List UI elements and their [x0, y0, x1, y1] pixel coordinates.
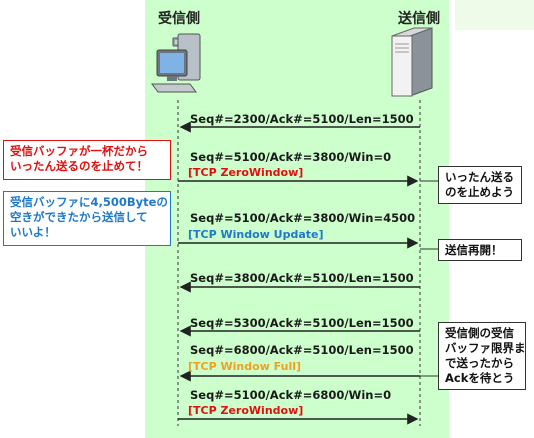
- message-2-flag: [TCP ZeroWindow]: [188, 166, 304, 179]
- message-7-text: Seq#=5100/Ack#=6800/Win=0: [190, 388, 392, 402]
- callout-zero-window-line-2: いったん送るのを止めて！: [10, 159, 148, 173]
- message-3-flag: [TCP Window Update]: [188, 228, 324, 241]
- callout-wait-line-2: バッファ限界ま: [445, 341, 526, 355]
- corner-decoration: [455, 0, 534, 30]
- callout-stop-line-1: いったん送る: [445, 170, 514, 184]
- callout-resume-sending: 送信再開！: [438, 239, 522, 261]
- callout-window-update: 受信バッファに4,500Byteの 空きができたから送信して いいよ！: [3, 191, 171, 246]
- sender-label: 送信側: [398, 11, 440, 27]
- callout-window-update-line-1: 受信バッファに4,500Byteの: [10, 195, 168, 209]
- callout-wait-line-4: Ackを待とう: [445, 371, 515, 385]
- message-3-text: Seq#=5100/Ack#=3800/Win=4500: [190, 211, 416, 225]
- callout-zero-window: 受信バッファが一杯だから いったん送るのを止めて！: [3, 140, 171, 180]
- callout-wait-line-1: 受信側の受信: [445, 326, 514, 340]
- message-4-text: Seq#=3800/Ack#=5100/Len=1500: [190, 271, 414, 285]
- sender-server-icon: [391, 27, 433, 97]
- message-6-flag: [TCP Window Full]: [188, 360, 302, 373]
- receiver-label: 受信側: [158, 11, 200, 27]
- callout-wait-line-3: で送ったから: [445, 356, 514, 370]
- callout-stop-line-2: のを止めよう: [445, 185, 514, 199]
- message-6-text: Seq#=6800/Ack#=5100/Len=1500: [190, 343, 414, 357]
- callout-stop-sending: いったん送る のを止めよう: [438, 166, 522, 204]
- message-1-text: Seq#=2300/Ack#=5100/Len=1500: [190, 112, 414, 126]
- message-5-text: Seq#=5300/Ack#=5100/Len=1500: [190, 316, 414, 330]
- message-2-text: Seq#=5100/Ack#=3800/Win=0: [190, 150, 392, 164]
- callout-resume-line-1: 送信再開！: [445, 243, 503, 257]
- callout-zero-window-line-1: 受信バッファが一杯だから: [10, 144, 148, 158]
- callout-window-update-line-3: いいよ！: [10, 225, 56, 239]
- receiver-pc-icon: [151, 33, 201, 93]
- callout-wait-ack: 受信側の受信 バッファ限界ま で送ったから Ackを待とう: [438, 322, 526, 390]
- message-7-flag: [TCP ZeroWindow]: [188, 404, 304, 417]
- callout-window-update-line-2: 空きができたから送信して: [10, 210, 148, 224]
